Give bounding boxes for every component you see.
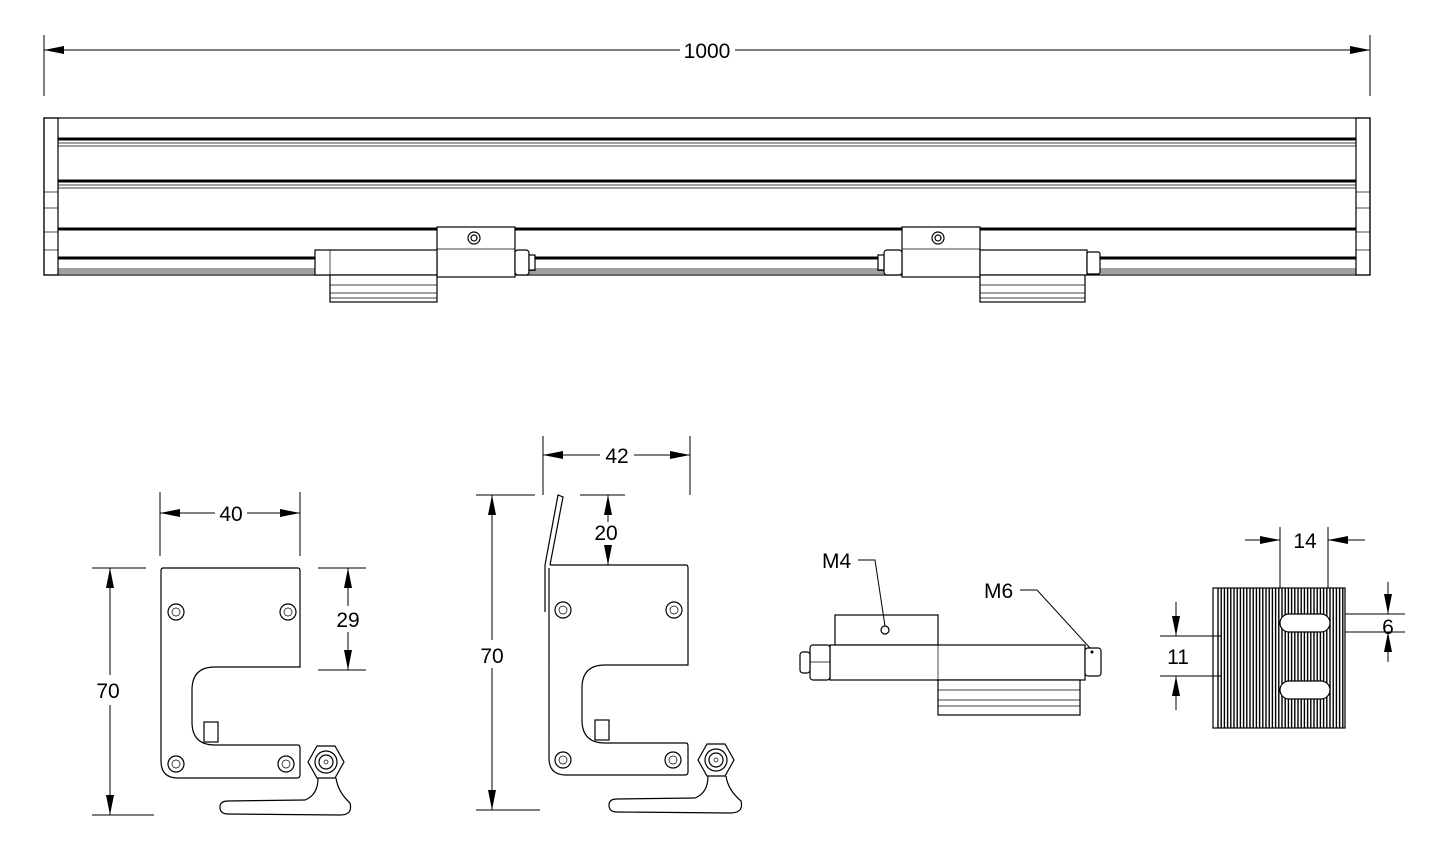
nut-icon [697,743,735,777]
nut-icon [883,249,903,276]
threaded-hole-m6 [1090,650,1094,654]
dimension-height-label: 70 [96,680,119,703]
nut-icon [799,644,831,681]
rail-end-cap-left [43,117,59,276]
clamp-slot-view: 14 6 11 [1160,527,1405,729]
leader-line [1020,589,1091,649]
plate-front-view: 40 29 70 [92,492,366,816]
bracket-detail-view: M4 M6 [799,550,1102,716]
dimension-slot-pitch-label: 11 [1167,646,1189,669]
plate-side-view: 42 20 70 [476,436,743,814]
plate-tab [544,494,564,612]
screw-icon [554,601,572,619]
thread-m6-label: M6 [984,580,1013,603]
dimension-width-label: 40 [219,503,242,526]
screw-icon [931,231,945,245]
screw-icon [167,603,185,621]
screw-icon [664,751,682,769]
dimension-length-label: 1000 [684,40,731,63]
screw-icon [467,231,481,245]
dimension-upper-height-label: 29 [336,609,359,632]
bracket-right [877,226,1101,303]
screw-icon [167,755,185,773]
screw-icon [665,601,683,619]
slot-upper [1279,613,1331,633]
clamp-foot [608,775,743,814]
dimension-width-label: 42 [605,445,628,468]
bracket-left [314,226,536,303]
screw-icon [554,751,572,769]
clamp-foot [219,777,352,816]
screw-icon [279,603,297,621]
dimension-tab-height-label: 20 [594,522,617,545]
leader-line [858,559,886,627]
rail-top-view: 1000 [43,35,1371,303]
screw-icon [277,755,295,773]
nut-icon [514,249,530,276]
nut-icon [307,745,345,779]
slot-lower [1279,680,1331,700]
rail-end-cap-right [1355,117,1371,276]
dimension-slot-spacing-label: 14 [1293,530,1317,553]
thread-m4-label: M4 [822,550,851,573]
clamp-ribs [1217,588,1344,728]
dimension-slot-width-label: 6 [1382,616,1394,639]
dimension-height-label: 70 [480,645,503,668]
rail-body [43,117,1371,276]
